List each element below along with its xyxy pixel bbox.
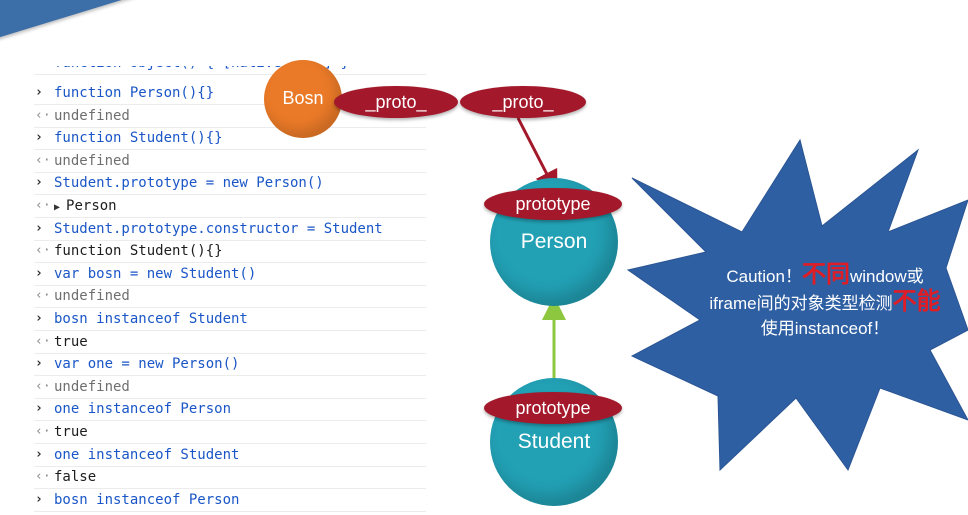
output-prompt-icon: ‹· bbox=[35, 424, 51, 439]
output-prompt-icon: ‹· bbox=[35, 152, 51, 168]
output-prompt-icon: ‹· bbox=[35, 198, 51, 213]
console-input-row[interactable]: › one instanceof Person bbox=[34, 398, 426, 422]
console-output-row[interactable]: ‹·▶ Person bbox=[34, 195, 426, 218]
console-input-row[interactable]: › Student.prototype = new Person() bbox=[34, 172, 426, 196]
console-text: undefined bbox=[54, 107, 130, 124]
caution-line-1: Caution！不同window或 bbox=[726, 261, 924, 288]
console-output-row[interactable]: ‹·undefined bbox=[34, 105, 426, 128]
output-prompt-icon: ‹· bbox=[35, 378, 51, 394]
console-text: bosn instanceof Student bbox=[54, 311, 248, 327]
bosn-node: Bosn bbox=[264, 60, 342, 138]
console-text: true bbox=[54, 424, 88, 440]
console-input-row[interactable]: › bosn instanceof Person bbox=[34, 489, 426, 512]
console-input-row[interactable]: ‹function Object() { [native code] } bbox=[34, 66, 426, 75]
input-prompt-icon: ‹ bbox=[35, 66, 51, 74]
console-output-row[interactable]: ‹·undefined bbox=[34, 376, 426, 399]
output-prompt-icon: ‹· bbox=[35, 469, 51, 485]
console-text: function Person(){} bbox=[54, 85, 215, 101]
console-text: one instanceof Student bbox=[54, 446, 240, 463]
console-text: ▶ Person bbox=[54, 195, 117, 219]
input-prompt-icon: › bbox=[35, 311, 43, 326]
console-input-row[interactable]: › bosn instanceof Student bbox=[34, 308, 426, 331]
caution-text: Caution！不同window或 iframe间的对象类型检测不能 使用ins… bbox=[690, 262, 960, 341]
input-prompt-icon: › bbox=[35, 356, 43, 372]
student-label: Student bbox=[517, 430, 591, 453]
bosn-label: Bosn bbox=[282, 88, 324, 108]
console-input-row[interactable]: › function Person(){} bbox=[34, 82, 426, 105]
console-output-row[interactable]: ‹·true bbox=[34, 331, 426, 354]
proto-pill-1: _proto_ bbox=[334, 86, 458, 118]
console-text: function Student(){} bbox=[54, 243, 223, 260]
console-object-label: Person bbox=[66, 198, 117, 214]
caution-line-3: 使用instanceof！ bbox=[760, 319, 890, 338]
output-prompt-icon: ‹· bbox=[35, 107, 51, 123]
console-input-row[interactable]: › function Student(){} bbox=[34, 127, 426, 151]
console-text: undefined bbox=[54, 378, 130, 395]
output-prompt-icon: ‹· bbox=[35, 333, 51, 349]
console-text: one instanceof Person bbox=[54, 401, 232, 418]
console-input-row[interactable]: › Student.prototype.constructor = Student bbox=[34, 218, 426, 241]
console-text: function Object() { [native code] } bbox=[54, 66, 349, 74]
expand-triangle-icon[interactable]: ▶ bbox=[54, 202, 61, 213]
console-text: true bbox=[54, 333, 88, 350]
console-output-row[interactable]: ‹·true bbox=[34, 421, 426, 444]
proto-arrow bbox=[516, 117, 558, 195]
person-label: Person bbox=[520, 230, 588, 253]
input-prompt-icon: › bbox=[35, 220, 43, 236]
input-prompt-icon: › bbox=[35, 265, 43, 281]
console-output-row[interactable]: ‹·false bbox=[34, 466, 426, 490]
console-input-row[interactable]: › one instanceof Student bbox=[34, 444, 426, 467]
output-prompt-icon: ‹· bbox=[35, 243, 51, 259]
input-prompt-icon: › bbox=[35, 491, 43, 507]
console-text: bosn instanceof Person bbox=[54, 491, 240, 508]
console-input-row[interactable]: › var bosn = new Student() bbox=[34, 263, 426, 286]
console-input-row[interactable]: › var one = new Person() bbox=[34, 353, 426, 377]
input-prompt-icon: › bbox=[35, 446, 43, 462]
input-prompt-icon: › bbox=[35, 130, 43, 146]
console-text: var one = new Person() bbox=[54, 356, 240, 373]
console-text: undefined bbox=[54, 152, 130, 169]
console-text: false bbox=[54, 469, 97, 486]
caution-line-2: iframe间的对象类型检测不能 bbox=[709, 288, 941, 315]
input-prompt-icon: › bbox=[35, 85, 43, 100]
console-output-row[interactable]: ‹·function Student(){} bbox=[34, 240, 426, 264]
console-output-row[interactable]: ‹·undefined bbox=[34, 150, 426, 173]
student-prototype-pill: prototype bbox=[484, 392, 622, 424]
input-prompt-icon: › bbox=[35, 175, 43, 191]
console-text: Student.prototype.constructor = Student bbox=[54, 220, 383, 237]
console-text: Student.prototype = new Person() bbox=[54, 175, 324, 192]
proto-pill-2: _proto_ bbox=[460, 86, 586, 118]
caution-starburst bbox=[626, 138, 968, 472]
output-prompt-icon: ‹· bbox=[35, 288, 51, 304]
console-text: undefined bbox=[54, 288, 130, 305]
input-prompt-icon: › bbox=[35, 401, 43, 417]
console-output-row[interactable]: ‹·undefined bbox=[34, 285, 426, 309]
console-text: var bosn = new Student() bbox=[54, 265, 257, 282]
person-prototype-pill: prototype bbox=[484, 188, 622, 220]
console-text: function Student(){} bbox=[54, 130, 223, 147]
devtools-console[interactable]: ‹function Object() { [native code] } › fun… bbox=[34, 66, 426, 515]
